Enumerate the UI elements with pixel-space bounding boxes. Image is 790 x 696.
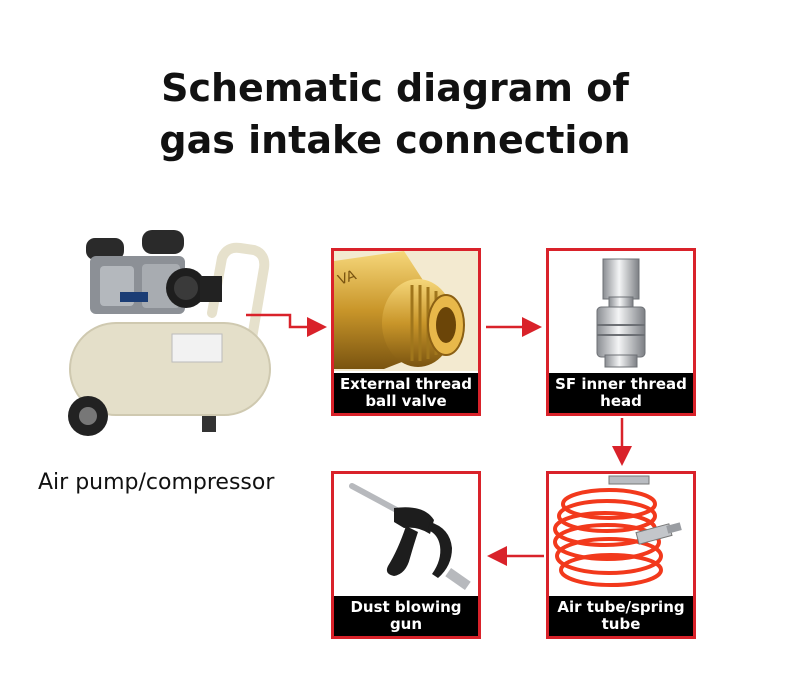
step-label-sf-head: SF inner thread head [549,373,693,413]
step-label-dust-gun: Dust blowing gun [334,596,478,636]
step-box-dust-gun: Dust blowing gun [331,471,481,639]
svg-text:VA: VA [336,267,359,288]
sf-inner-thread-head-image [596,258,646,368]
step-box-air-tube: Air tube/spring tube [546,471,696,639]
title-line-2: gas intake connection [159,118,631,162]
step-box-ball-valve: VA External thread ball valve [331,248,481,416]
step-box-sf-head: SF inner thread head [546,248,696,416]
diagram-title: Schematic diagram of gas intake connecti… [0,62,790,166]
step-label-air-tube: Air tube/spring tube [549,596,693,636]
title-line-1: Schematic diagram of [161,66,629,110]
spring-tube-image [553,475,682,587]
step-label-ball-valve: External thread ball valve [334,373,478,413]
air-compressor-image [68,230,271,436]
dust-blowing-gun-image [349,483,471,590]
air-compressor-label: Air pump/compressor [38,470,275,495]
ball-valve-image: VA [334,251,478,371]
